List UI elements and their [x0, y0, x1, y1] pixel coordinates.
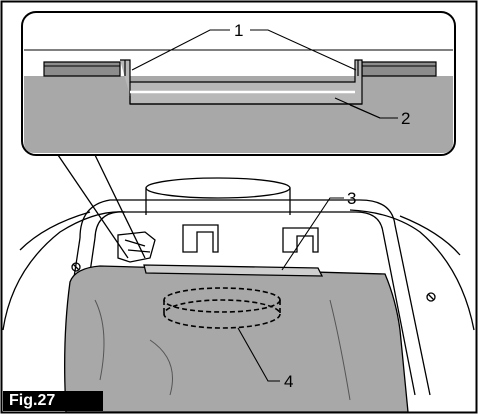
figure-label: Fig.27 — [3, 391, 103, 411]
callout-3: 3 — [347, 189, 356, 208]
callout-2: 2 — [401, 109, 410, 128]
callout-4: 4 — [284, 372, 293, 391]
dust-bag — [64, 265, 409, 413]
detail-inset — [21, 11, 456, 259]
callout-1: 1 — [234, 21, 243, 40]
leader-lines — [131, 29, 398, 382]
bag-clip — [143, 264, 324, 277]
